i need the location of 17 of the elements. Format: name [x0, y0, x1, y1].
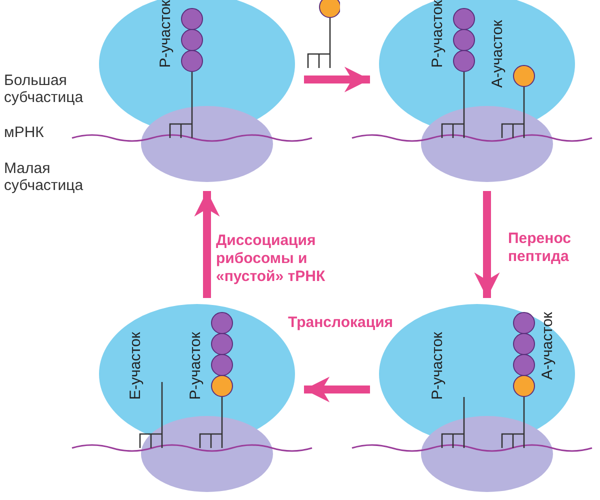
- site-label: Р-участок: [158, 0, 174, 68]
- edge-label: Перенос пептида: [508, 230, 572, 266]
- arrow: [194, 191, 220, 298]
- site-label: Е-участок: [128, 332, 144, 400]
- edge-label: Транслокация: [288, 314, 394, 332]
- site-label: Р-участок: [430, 332, 446, 400]
- site-label: Р-участок: [430, 0, 446, 68]
- part-label: Малая субчастица: [4, 160, 84, 194]
- edge-label: Диссоциация рибосомы и «пустой» тРНК: [216, 232, 326, 286]
- site-label: Р-участок: [188, 332, 204, 400]
- arrow: [304, 376, 370, 402]
- arrow: [304, 66, 370, 92]
- site-label: А-участок: [490, 20, 506, 88]
- part-label: Большая субчастица: [4, 72, 84, 106]
- part-label: мРНК: [4, 124, 45, 141]
- arrow: [474, 191, 500, 298]
- site-label: А-участок: [540, 312, 556, 380]
